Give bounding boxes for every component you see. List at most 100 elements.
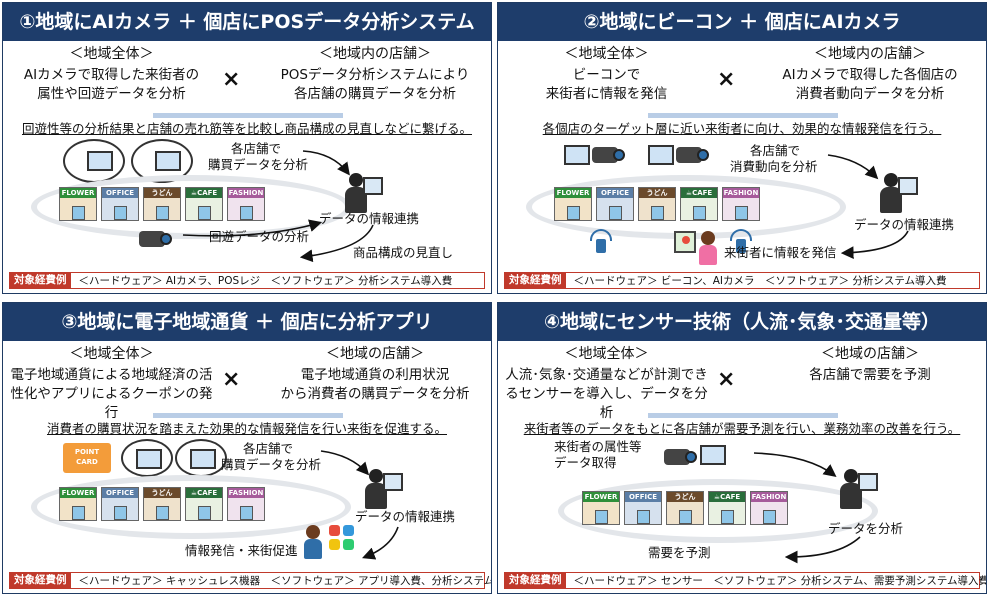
footer-tag: 対象経費例 [505, 573, 566, 588]
divider-bar [153, 113, 343, 118]
footer-text: ＜ハードウェア＞ AIカメラ、POSレジ ＜ソフトウェア＞ 分析システム導入費 [78, 275, 453, 287]
times-sign: × [222, 67, 241, 92]
times-sign: × [222, 367, 241, 392]
panel-title: ②地域にビーコン ＋ 個店にAIカメラ [498, 3, 986, 41]
divider-bar [648, 113, 838, 118]
panel-ai-camera-pos: ①地域にAIカメラ ＋ 個店にPOSデータ分析システム ＜地域全体＞ AIカメラ… [2, 2, 492, 294]
label-a: 各店舗で [231, 141, 282, 156]
right-column: ＜地域内の店舗＞ POSデータ分析システムにより 各店舗の購買データを分析 [263, 45, 487, 104]
label-c: データの情報連携 [319, 211, 420, 226]
right-heading: ＜地域の店舗＞ [821, 346, 919, 362]
shop-office: OFFICE [596, 187, 634, 221]
scene-illustration: POINT CARD FLOWER OFFICE うどん ☕CAFE FASHI… [3, 439, 491, 567]
shop-cafe: ☕CAFE [708, 491, 746, 525]
shop-row: FLOWER OFFICE うどん ☕CAFE FASHION [59, 187, 265, 221]
label-d: 来街者に情報を発信 [724, 245, 837, 260]
expense-footer: 対象経費例 ＜ハードウェア＞ ビーコン、AIカメラ ＜ソフトウェア＞ 分析システ… [504, 272, 980, 289]
label-a: 来街者の属性等 [554, 439, 642, 454]
left-text-2: 性化やアプリによるクーポンの発行 [10, 386, 213, 421]
left-column: ＜地域全体＞ 電子地域通貨による地域経済の活 性化やアプリによるクーポンの発行 [9, 345, 214, 423]
shop-flower: FLOWER [554, 187, 592, 221]
footer-tag: 対象経費例 [10, 573, 71, 588]
times-sign: × [717, 67, 736, 92]
shop-udon: うどん [638, 187, 676, 221]
comparison-columns: ＜地域全体＞ ビーコンで 来街者に情報を発信 × ＜地域内の店舗＞ AIカメラで… [498, 41, 986, 119]
divider-bar [648, 413, 838, 418]
shop-cafe: ☕CAFE [680, 187, 718, 221]
point-card-icon: POINT CARD [63, 443, 111, 473]
label-b: データ取得 [554, 455, 617, 470]
shop-row: FLOWER OFFICE うどん ☕CAFE FASHION [582, 491, 788, 525]
analyst-icon [363, 469, 403, 515]
left-text-1: 人流･気象･交通量などが計測でき [505, 367, 708, 383]
shop-cafe: ☕CAFE [185, 187, 223, 221]
right-heading: ＜地域内の店舗＞ [814, 46, 926, 62]
right-text-1: POSデータ分析システムにより [280, 67, 470, 83]
right-column: ＜地域の店舗＞ 電子地域通貨の利用状況 から消費者の購買データを分析 [263, 345, 487, 404]
panel-digital-currency-app: ③地域に電子地域通貨 ＋ 個店に分析アプリ ＜地域全体＞ 電子地域通貨による地域… [2, 302, 492, 594]
panel-title: ④地域にセンサー技術（人流･気象･交通量等） [498, 303, 986, 341]
left-heading: ＜地域全体＞ [69, 46, 154, 62]
visitor-icon [698, 231, 720, 265]
left-text-2: 属性や回遊データを分析 [37, 86, 186, 102]
left-text-1: 電子地域通貨による地域経済の活 [10, 367, 213, 383]
monitor-icon [564, 145, 590, 165]
shop-office: OFFICE [101, 187, 139, 221]
label-e: 商品構成の見直し [353, 245, 454, 260]
footer-text: ＜ハードウェア＞ キャッシュレス機器 ＜ソフトウェア＞ アプリ導入費、分析システ… [78, 575, 492, 587]
shop-row: FLOWER OFFICE うどん ☕CAFE FASHION [59, 487, 265, 521]
analyst-icon [838, 469, 878, 515]
label-a: 各店舗で [243, 441, 294, 456]
shop-fashion: FASHION [227, 187, 265, 221]
right-heading: ＜地域の店舗＞ [326, 346, 424, 362]
area-ring [558, 479, 878, 543]
right-text-2: 消費者動向データを分析 [795, 86, 945, 102]
shop-udon: うどん [666, 491, 704, 525]
shop-flower: FLOWER [59, 187, 97, 221]
shop-cafe: ☕CAFE [185, 487, 223, 521]
expense-footer: 対象経費例 ＜ハードウェア＞ センサー ＜ソフトウェア＞ 分析システム、需要予測… [504, 572, 986, 589]
label-c: データの情報連携 [854, 217, 955, 232]
comparison-columns: ＜地域全体＞ AIカメラで取得した来街者の 属性や回遊データを分析 × ＜地域内… [3, 41, 491, 119]
monitor-icon [190, 449, 216, 469]
sensor-camera-icon [664, 449, 697, 465]
shop-fashion: FASHION [227, 487, 265, 521]
shop-office: OFFICE [624, 491, 662, 525]
speech-bubble [63, 139, 125, 183]
camera-icon [592, 147, 625, 163]
right-column: ＜地域内の店舗＞ AIカメラで取得した各個店の 消費者動向データを分析 [758, 45, 982, 104]
footer-tag: 対象経費例 [10, 273, 71, 288]
label-c: データの情報連携 [355, 509, 456, 524]
beacon-icon [730, 229, 752, 255]
left-text-1: AIカメラで取得した来街者の [23, 67, 200, 83]
right-text-1: 電子地域通貨の利用状況 [300, 367, 450, 383]
label-b: 購買データを分析 [208, 157, 309, 172]
right-column: ＜地域の店舗＞ 各店舗で需要を予測 [758, 345, 982, 385]
left-column: ＜地域全体＞ ビーコンで 来街者に情報を発信 [504, 45, 709, 104]
shop-fashion: FASHION [750, 491, 788, 525]
monitor-icon [700, 445, 726, 465]
left-heading: ＜地域全体＞ [564, 46, 649, 62]
left-text-1: ビーコンで [572, 67, 641, 83]
map-icon [674, 231, 696, 253]
scene-illustration: FLOWER OFFICE うどん ☕CAFE FASHION 各店舗で 購買デ… [3, 139, 491, 267]
left-column: ＜地域全体＞ AIカメラで取得した来街者の 属性や回遊データを分析 [9, 45, 214, 104]
divider-bar [153, 413, 343, 418]
panel-summary: 各個店のターゲット層に近い来街者に向け、効果的な情報発信を行う。 [542, 121, 942, 136]
shop-fashion: FASHION [722, 187, 760, 221]
label-b: 購買データを分析 [221, 457, 322, 472]
expense-footer: 対象経費例 ＜ハードウェア＞ キャッシュレス機器 ＜ソフトウェア＞ アプリ導入費… [9, 572, 491, 589]
panel-sensor-technology: ④地域にセンサー技術（人流･気象･交通量等） ＜地域全体＞ 人流･気象･交通量な… [497, 302, 987, 594]
right-text-2: から消費者の購買データを分析 [280, 386, 470, 402]
camera-icon [676, 147, 709, 163]
left-text-2: るセンサーを導入し、データを分析 [505, 386, 708, 421]
right-text-1: 各店舗で需要を予測 [809, 367, 931, 383]
expense-footer: 対象経費例 ＜ハードウェア＞ AIカメラ、POSレジ ＜ソフトウェア＞ 分析シス… [9, 272, 485, 289]
monitor-icon [87, 151, 113, 171]
scene-illustration: FLOWER OFFICE うどん ☕CAFE FASHION 各店舗で 消費動… [498, 139, 986, 267]
monitor-icon [155, 151, 181, 171]
beacon-icon [590, 229, 612, 255]
area-ring [31, 475, 351, 539]
panel-title: ③地域に電子地域通貨 ＋ 個店に分析アプリ [3, 303, 491, 341]
